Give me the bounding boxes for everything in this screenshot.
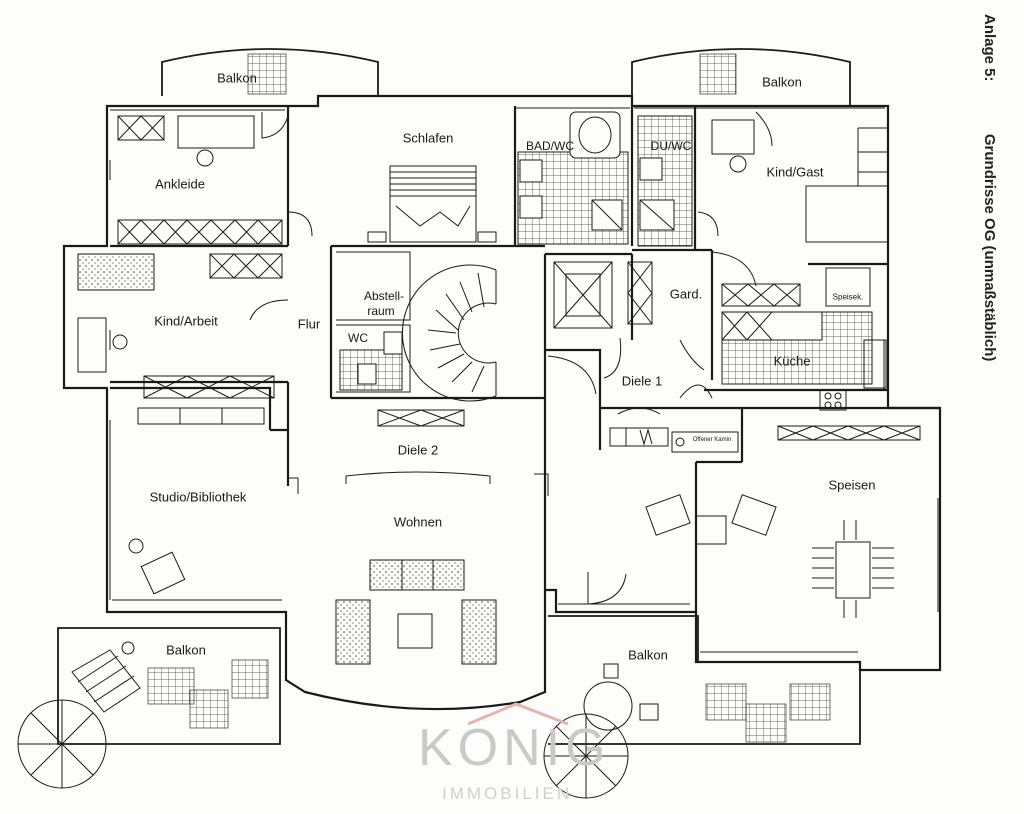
- label-balkon-top-right: Balkon: [762, 74, 802, 90]
- label-wohnen: Wohnen: [393, 514, 443, 530]
- spiral-stairs: [401, 261, 613, 402]
- walls-thin: [110, 107, 885, 653]
- label-offener-kamin: Offener Kamin: [692, 437, 732, 443]
- label-speisek: Speisek.: [832, 292, 864, 302]
- watermark-sub: IMMOBILIEN: [442, 784, 573, 803]
- label-flur: Flur: [297, 316, 321, 332]
- doors: [109, 111, 939, 612]
- label-diele-1: Diele 1: [621, 373, 663, 389]
- balconies: [57, 48, 861, 745]
- bathrooms: [339, 111, 693, 391]
- watermark-brand: KONIG: [418, 719, 611, 777]
- label-wc: WC: [348, 331, 368, 345]
- label-balkon-top-left: Balkon: [217, 70, 257, 86]
- wardrobes: [117, 115, 921, 441]
- walls: [62, 94, 942, 711]
- label-studio-bibliothek: Studio/Bibliothek: [149, 489, 247, 505]
- label-du-wc: DU/WC: [650, 139, 692, 153]
- label-diele-2: Diele 2: [397, 442, 439, 458]
- label-kind-gast: Kind/Gast: [766, 164, 824, 180]
- label-balkon-bottom-left: Balkon: [166, 642, 206, 658]
- side-title: Anlage 5: Grundrisse OG (unmaßstäblich): [958, 8, 1018, 438]
- plan-heading: Grundrisse OG (unmaßstäblich): [981, 133, 998, 362]
- label-schlafen: Schlafen: [402, 130, 454, 146]
- label-abstellraum-line2: raum: [367, 304, 395, 318]
- furniture: [71, 115, 894, 731]
- beds: [77, 119, 889, 291]
- label-speisen: Speisen: [828, 477, 876, 493]
- label-balkon-bottom-mid: Balkon: [628, 647, 668, 663]
- kitchen: [721, 267, 887, 411]
- label-bad-wc: BAD/WC: [526, 139, 574, 153]
- label-ankleide: Ankleide: [155, 176, 205, 192]
- watermark-roof: [467, 702, 569, 726]
- annex-label: Anlage 5:: [981, 14, 998, 82]
- umbrellas: [17, 699, 629, 799]
- label-abstellraum-line1: Abstell-: [363, 289, 405, 303]
- label-gard: Gard.: [669, 286, 703, 302]
- label-kueche: Küche: [773, 353, 811, 369]
- label-kind-arbeit: Kind/Arbeit: [154, 313, 218, 329]
- balcony-grids: [147, 53, 831, 743]
